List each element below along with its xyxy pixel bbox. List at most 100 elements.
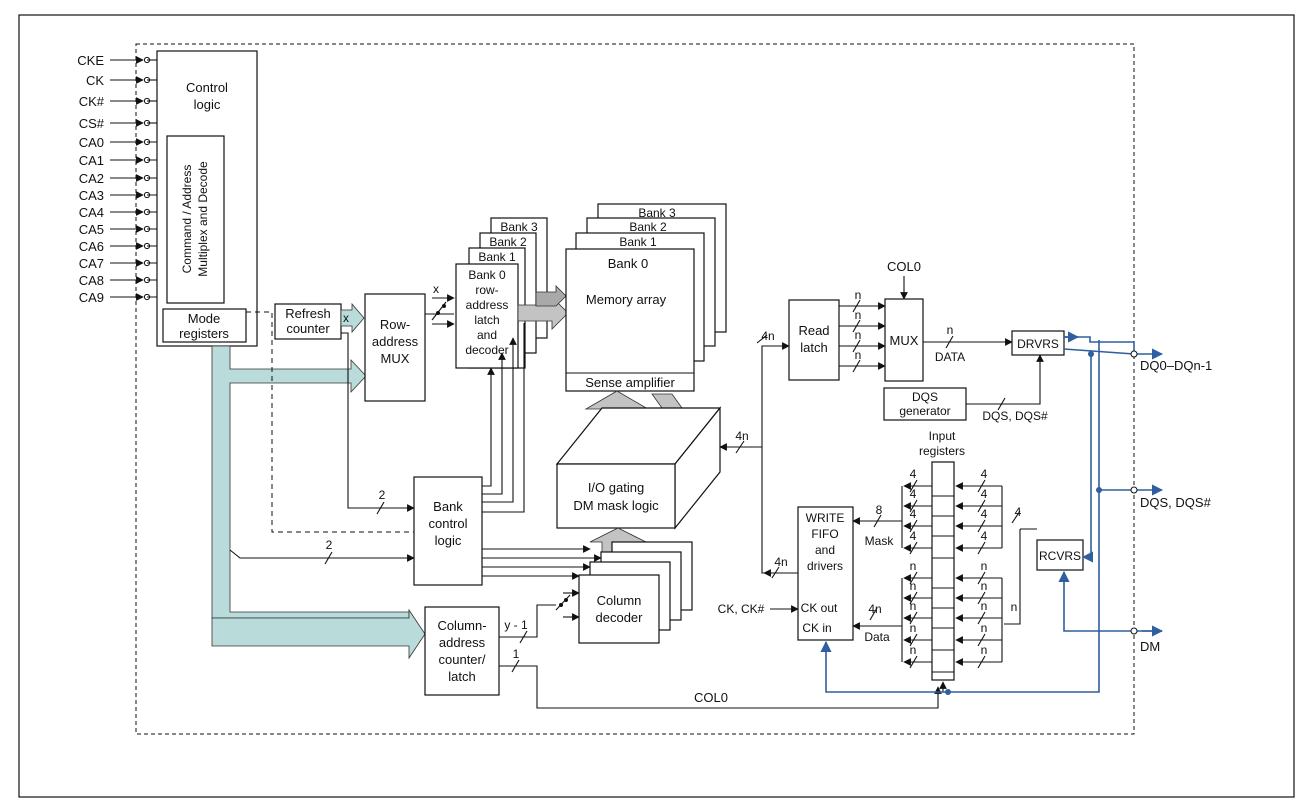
dqs-gen-label-2: generator bbox=[899, 404, 950, 418]
memory-bank1-label: Bank 1 bbox=[619, 235, 657, 249]
mask-width-label: 8 bbox=[876, 503, 883, 517]
refresh-bus-width: x bbox=[343, 311, 349, 325]
write-4n-label: 4n bbox=[774, 555, 787, 569]
memory-array-label: Memory array bbox=[586, 292, 667, 307]
mode-registers-label-1: Mode bbox=[188, 311, 221, 326]
refresh-counter-block bbox=[274, 303, 342, 340]
rcvrs-n-label: n bbox=[1011, 600, 1018, 614]
column-decoder-label-2: decoder bbox=[596, 610, 644, 625]
receivers-label: RCVRS bbox=[1039, 549, 1081, 563]
write-fifo-label-3: and bbox=[815, 543, 835, 557]
io-4n-label: 4n bbox=[735, 429, 748, 443]
input-reg-right-label: 4 bbox=[981, 507, 988, 521]
pin-label-cke: CKE bbox=[77, 53, 104, 68]
input-reg-right-label: 4 bbox=[981, 487, 988, 501]
row-address-mux-block bbox=[364, 293, 426, 402]
row-latch-label-6: decoder bbox=[465, 343, 508, 357]
row-latch-bank3-label: Bank 3 bbox=[500, 220, 538, 234]
pin-label-ca9: CA9 bbox=[79, 290, 104, 305]
command-address-decode-block bbox=[166, 135, 225, 304]
dqs-gen-label-1: DQS bbox=[912, 390, 938, 404]
input-reg-right-label: 4 bbox=[981, 467, 988, 481]
pin-label-ck-n: CK# bbox=[79, 94, 105, 109]
mode-bus-to-col-counter bbox=[211, 608, 426, 660]
input-reg-left-label: n bbox=[910, 621, 917, 635]
pin-label-ca4: CA4 bbox=[79, 205, 104, 220]
input-reg-left-label: n bbox=[910, 579, 917, 593]
input-registers-label-1: Input bbox=[929, 429, 956, 443]
rcvrs-4-label: 4 bbox=[1015, 505, 1022, 519]
bank-addr-width: 2 bbox=[379, 488, 386, 502]
write-fifo-label-1: WRITE bbox=[806, 511, 845, 525]
input-reg-left-label: 4 bbox=[910, 467, 917, 481]
data-label: Data bbox=[864, 630, 890, 644]
control-logic-label-1: Control bbox=[186, 80, 228, 95]
memory-bank0-block bbox=[565, 248, 695, 392]
mode-registers-label-2: registers bbox=[179, 326, 229, 341]
io-gating-label-2: DM mask logic bbox=[573, 498, 659, 513]
mux-n-label: n bbox=[947, 323, 954, 337]
memory-bank3-label: Bank 3 bbox=[638, 206, 676, 220]
column-address-counter-block bbox=[424, 606, 500, 696]
row-latch-label-2: row- bbox=[475, 283, 498, 297]
input-reg-right-label: 4 bbox=[981, 529, 988, 543]
dqs-signal-label: DQS, DQS# bbox=[982, 409, 1048, 423]
input-registers-label-2: registers bbox=[919, 444, 965, 458]
read-bus-n-label: n bbox=[855, 288, 862, 302]
dq-output-line bbox=[1064, 336, 1135, 354]
data-caps-label: DATA bbox=[935, 350, 965, 364]
refresh-bus bbox=[340, 302, 365, 334]
output-mux-block bbox=[884, 298, 924, 382]
drivers-label: DRVRS bbox=[1017, 337, 1059, 351]
refresh-dashed-path bbox=[246, 311, 414, 533]
col-counter-label-2: address bbox=[439, 635, 486, 650]
write-fifo-label-4: drivers bbox=[807, 559, 843, 573]
pin-label-ca0: CA0 bbox=[79, 135, 104, 150]
figure-frame bbox=[18, 14, 1295, 798]
input-reg-left-label: n bbox=[910, 643, 917, 657]
io-gating-block bbox=[556, 463, 676, 529]
mode-registers-block bbox=[162, 308, 247, 343]
chip-boundary bbox=[135, 43, 1135, 735]
input-registers-column bbox=[931, 461, 955, 681]
left-pin-group: CKECKCK#CS#CA0CA1CA2CA3CA4CA5CA6CA7CA8CA… bbox=[77, 53, 151, 305]
ck-out-label: CK out bbox=[801, 601, 838, 615]
pin-label-ca5: CA5 bbox=[79, 222, 104, 237]
row-mux-label-3: MUX bbox=[381, 351, 410, 366]
dm-line bbox=[1058, 570, 1162, 632]
control-logic-label-2: logic bbox=[194, 97, 221, 112]
input-reg-right-label: n bbox=[981, 559, 988, 573]
pin-label-ca8: CA8 bbox=[79, 273, 104, 288]
cmd-decode-label-1: Command / Address bbox=[180, 165, 194, 274]
cmd-decode-label-2: Multiplex and Decode bbox=[196, 161, 210, 277]
io-gating-label-1: I/O gating bbox=[588, 480, 644, 495]
dqs-pin-label: DQS, DQS# bbox=[1140, 495, 1212, 510]
col-counter-label-4: latch bbox=[448, 669, 475, 684]
column-decoder-label-1: Column bbox=[597, 593, 642, 608]
write-fifo-block bbox=[797, 506, 854, 641]
row-latch-bank2-label: Bank 2 bbox=[489, 235, 527, 249]
read-4n-label: 4n bbox=[761, 329, 774, 343]
dq-pin-label: DQ0–DQn-1 bbox=[1140, 358, 1212, 373]
input-reg-left-label: n bbox=[910, 599, 917, 613]
read-latch-block bbox=[788, 299, 840, 381]
read-latch-label-2: latch bbox=[800, 340, 827, 355]
pin-label-cs-n: CS# bbox=[79, 116, 105, 131]
pin-label-ca7: CA7 bbox=[79, 256, 104, 271]
row-mux-label-1: Row- bbox=[380, 317, 410, 332]
memory-bank0-label: Bank 0 bbox=[608, 256, 648, 271]
pin-label-ca2: CA2 bbox=[79, 171, 104, 186]
col-counter-label-3: counter/ bbox=[439, 652, 486, 667]
pin-label-ca1: CA1 bbox=[79, 153, 104, 168]
input-reg-left-label: 4 bbox=[910, 487, 917, 501]
drivers-block bbox=[1011, 330, 1065, 356]
input-reg-right-label: n bbox=[981, 621, 988, 635]
input-reg-right-label: n bbox=[981, 643, 988, 657]
read-latch-label-1: Read bbox=[798, 323, 829, 338]
ck-in-label: CK in bbox=[802, 621, 831, 635]
write-fifo-label-2: FIFO bbox=[811, 527, 838, 541]
row-latch-label-5: and bbox=[477, 328, 497, 342]
col0-width: 1 bbox=[513, 647, 520, 661]
refresh-counter-label-1: Refresh bbox=[285, 306, 331, 321]
